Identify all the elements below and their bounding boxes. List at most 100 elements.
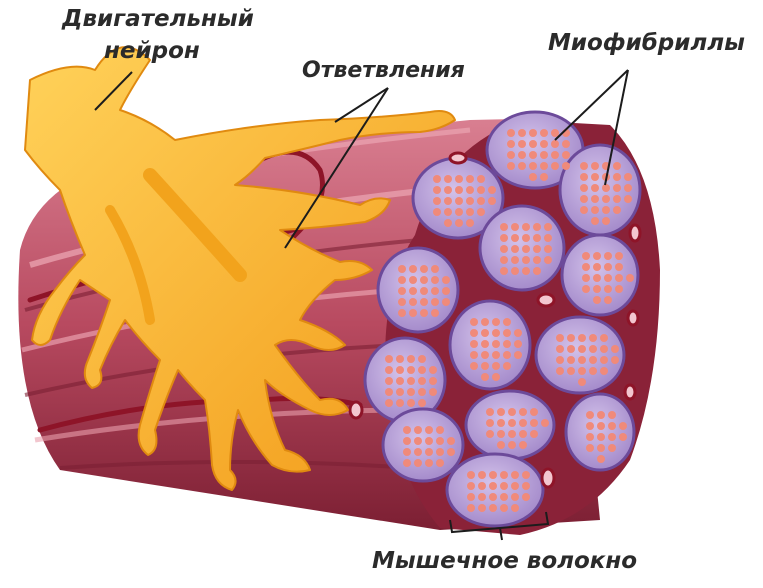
- myofibril-dot: [597, 433, 605, 441]
- myofibril-dot: [604, 252, 612, 260]
- myofibril-dot: [589, 334, 597, 342]
- myofibril-dot: [497, 441, 505, 449]
- myofibril-dot: [481, 351, 489, 359]
- myofibril-dot: [414, 448, 422, 456]
- myofibril-dot: [567, 334, 575, 342]
- myofibril-dot: [586, 433, 594, 441]
- myofibril-dot: [481, 329, 489, 337]
- muscle-fiber: [562, 235, 638, 315]
- myofibril-dot: [503, 351, 511, 359]
- label-muscle-fiber: Мышечное волокно: [372, 548, 637, 574]
- myofibril-dot: [425, 437, 433, 445]
- myofibril-dot: [602, 217, 610, 225]
- myofibril-dot: [518, 151, 526, 159]
- myofibril-dot: [511, 493, 519, 501]
- myofibril-dot: [409, 298, 417, 306]
- myofibril-dot: [466, 219, 474, 227]
- myofibril-dot: [436, 426, 444, 434]
- myofibril-dot: [615, 274, 623, 282]
- myofibril-dot: [562, 140, 570, 148]
- myofibril-dot: [436, 448, 444, 456]
- myofibril-dot: [444, 175, 452, 183]
- myofibril-dot: [613, 173, 621, 181]
- myofibril-dot: [455, 208, 463, 216]
- myofibril-dot: [489, 482, 497, 490]
- myofibril-dot: [511, 471, 519, 479]
- myofibril-dot: [409, 287, 417, 295]
- myofibril-dot: [591, 162, 599, 170]
- myofibril-dot: [562, 151, 570, 159]
- myofibril-dot: [403, 459, 411, 467]
- myofibril-dot: [425, 448, 433, 456]
- myofibril-dot: [466, 186, 474, 194]
- myofibril-dot: [508, 430, 516, 438]
- myofibril-dot: [489, 493, 497, 501]
- myofibril-dot: [466, 175, 474, 183]
- myofibril-dot: [398, 276, 406, 284]
- myofibril-dot: [551, 129, 559, 137]
- myofibril-dot: [540, 151, 548, 159]
- myofibril-dot: [398, 309, 406, 317]
- myofibril-dot: [580, 173, 588, 181]
- myofibril-dot: [514, 329, 522, 337]
- myofibril-dot: [544, 234, 552, 242]
- myofibril-dot: [385, 355, 393, 363]
- myofibril-dot: [407, 399, 415, 407]
- myofibril-dot: [477, 186, 485, 194]
- myofibril-dot: [597, 444, 605, 452]
- myofibril-dot: [582, 274, 590, 282]
- myofibril-dot: [503, 318, 511, 326]
- myofibril-dot: [518, 140, 526, 148]
- myofibril-dot: [613, 206, 621, 214]
- myofibril-dot: [600, 356, 608, 364]
- myofibril-dot: [593, 263, 601, 271]
- myofibril-dot: [522, 234, 530, 242]
- myofibril-dot: [455, 175, 463, 183]
- myofibril-dot: [582, 263, 590, 271]
- myofibril-dot: [489, 504, 497, 512]
- myofibril-dot: [567, 356, 575, 364]
- myofibril-dot: [522, 493, 530, 501]
- myofibril-dot: [477, 175, 485, 183]
- myofibril-dot: [580, 184, 588, 192]
- myofibril-dot: [511, 256, 519, 264]
- myofibril-dot: [582, 285, 590, 293]
- myofibril-dot: [540, 173, 548, 181]
- myofibril-dot: [556, 334, 564, 342]
- myofibril-dot: [396, 355, 404, 363]
- myofibril-dot: [500, 234, 508, 242]
- myofibril-dot: [567, 345, 575, 353]
- myofibril-dot: [540, 140, 548, 148]
- myofibril-dot: [444, 219, 452, 227]
- myofibril-dot: [544, 256, 552, 264]
- myofibril-dot: [604, 263, 612, 271]
- myofibril-dot: [530, 408, 538, 416]
- myofibril-dot: [500, 267, 508, 275]
- myofibril-dot: [418, 388, 426, 396]
- myofibril-dot: [420, 309, 428, 317]
- myofibril-dot: [529, 129, 537, 137]
- myofibril-dot: [503, 362, 511, 370]
- myofibril-dot: [593, 252, 601, 260]
- myofibril-dot: [488, 197, 496, 205]
- myofibril-dot: [420, 276, 428, 284]
- myofibril-dot: [624, 195, 632, 203]
- myofibril-dot: [586, 411, 594, 419]
- myofibril-dot: [522, 245, 530, 253]
- myofibril-dot: [444, 208, 452, 216]
- myofibril-dot: [580, 162, 588, 170]
- myofibril-dot: [602, 195, 610, 203]
- myofibril-dot: [593, 296, 601, 304]
- myofibril-dot: [540, 162, 548, 170]
- myofibril-dot: [500, 256, 508, 264]
- myofibril-dot: [492, 362, 500, 370]
- myofibril-dot: [431, 309, 439, 317]
- myofibril-dot: [608, 433, 616, 441]
- myofibril-dot: [467, 493, 475, 501]
- myofibril-dot: [511, 504, 519, 512]
- myofibril-dot: [522, 482, 530, 490]
- myofibril-dot: [608, 422, 616, 430]
- myofibril-dot: [414, 459, 422, 467]
- myofibril-dot: [597, 411, 605, 419]
- myofibril-dot: [478, 482, 486, 490]
